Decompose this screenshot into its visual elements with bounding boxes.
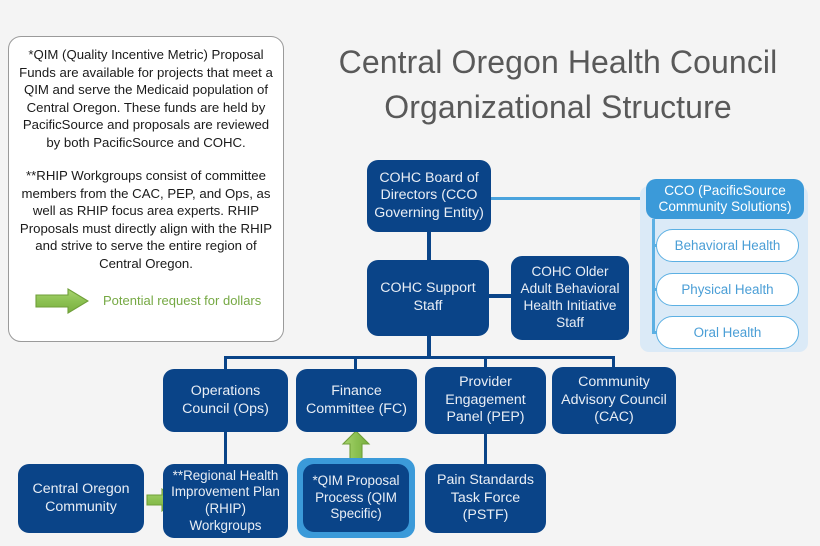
connector-bus-drop-ops [224, 356, 227, 370]
connector-board-to-support [427, 230, 431, 260]
cco-sub-physical-health-label: Physical Health [681, 282, 774, 297]
node-community-advisory-council[interactable]: Community Advisory Council (CAC) [552, 367, 676, 434]
page-title-line-1: Central Oregon Health Council [338, 44, 778, 80]
node-pain-standards-task-force-label: Pain Standards Task Force (PSTF) [436, 472, 534, 524]
connector-board-to-cco [490, 197, 652, 200]
page-title-line-2: Organizational Structure [384, 89, 732, 126]
node-cohc-board[interactable]: COHC Board of Directors (CCO Governing E… [367, 160, 491, 232]
node-central-oregon-community-label: Central Oregon Community [32, 480, 130, 515]
node-finance-committee-label: Finance Committee (FC) [306, 382, 407, 417]
cco-vertical-connector [652, 219, 655, 332]
node-rhip-workgroups-label: **Regional Health Improvement Plan (RHIP… [171, 467, 280, 533]
rhip-footnote: **RHIP Workgroups consist of committee m… [19, 168, 273, 272]
legend-row: Potential request for dollars [19, 287, 273, 314]
node-provider-engagement-panel[interactable]: Provider Engagement Panel (PEP) [425, 367, 546, 434]
node-cohc-support-staff[interactable]: COHC Support Staff [367, 260, 489, 336]
legend-label: Potential request for dollars [103, 293, 262, 309]
node-finance-committee[interactable]: Finance Committee (FC) [296, 369, 417, 432]
notes-legend-box: *QIM (Quality Incentive Metric) Proposal… [8, 36, 284, 342]
connector-bus-row4 [224, 356, 615, 359]
connector-support-to-bus [427, 336, 431, 359]
cco-header[interactable]: CCO (PacificSource Community Solutions) [646, 179, 804, 219]
cco-sub-physical-health[interactable]: Physical Health [656, 273, 799, 306]
node-older-adult-staff-label: COHC Older Adult Behavioral Health Initi… [520, 264, 620, 330]
node-rhip-workgroups[interactable]: **Regional Health Improvement Plan (RHIP… [163, 464, 288, 538]
node-operations-council-label: Operations Council (Ops) [182, 382, 269, 417]
cco-sub-behavioral-health[interactable]: Behavioral Health [656, 229, 799, 262]
node-qim-proposal-process-label: *QIM Proposal Process (QIM Specific) [312, 473, 400, 522]
connector-bus-drop-pep [484, 356, 487, 370]
node-community-advisory-council-label: Community Advisory Council (CAC) [561, 374, 667, 426]
node-central-oregon-community[interactable]: Central Oregon Community [18, 464, 144, 533]
node-older-adult-staff[interactable]: COHC Older Adult Behavioral Health Initi… [511, 256, 629, 340]
cco-header-label: CCO (PacificSource Community Solutions) [658, 182, 792, 214]
cco-sub-oral-health-label: Oral Health [693, 325, 762, 340]
qim-footnote: *QIM (Quality Incentive Metric) Proposal… [19, 47, 273, 150]
page-title: Central Oregon Health Council Organizati… [300, 40, 816, 131]
node-operations-council[interactable]: Operations Council (Ops) [163, 369, 288, 432]
connector-support-to-older-adult [488, 294, 512, 298]
node-pain-standards-task-force[interactable]: Pain Standards Task Force (PSTF) [425, 464, 546, 533]
node-qim-proposal-process[interactable]: *QIM Proposal Process (QIM Specific) [303, 464, 409, 532]
arrow-up-icon [341, 430, 371, 460]
connector-ops-to-rhip [224, 432, 227, 464]
connector-bus-drop-finance [354, 356, 357, 370]
connector-bus-drop-cac [612, 356, 615, 370]
cco-sub-behavioral-health-label: Behavioral Health [674, 238, 781, 253]
cco-sub-oral-health[interactable]: Oral Health [656, 316, 799, 349]
node-provider-engagement-panel-label: Provider Engagement Panel (PEP) [445, 374, 526, 426]
node-cohc-support-staff-label: COHC Support Staff [380, 280, 476, 314]
arrow-right-icon [35, 287, 89, 314]
connector-pep-to-pstf [484, 432, 487, 464]
node-cohc-board-label: COHC Board of Directors (CCO Governing E… [374, 169, 484, 221]
